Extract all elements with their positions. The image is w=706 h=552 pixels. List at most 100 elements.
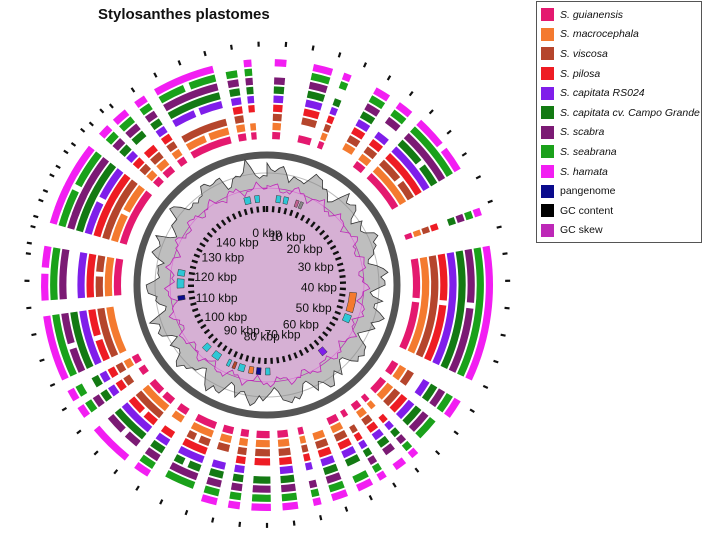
ring-segment	[198, 435, 211, 447]
ring-segment	[135, 390, 164, 419]
ring-segment	[303, 453, 311, 462]
ring-segment	[384, 420, 394, 431]
ring-segment	[277, 438, 290, 447]
ring-segment	[93, 425, 130, 461]
ring-segment	[360, 393, 370, 403]
ring-segment	[277, 429, 289, 438]
pangenome-block	[317, 346, 328, 357]
ring-segment	[186, 429, 198, 441]
ring-segment	[363, 146, 378, 160]
ring-segment	[182, 438, 208, 455]
ring-segment	[316, 141, 325, 150]
legend-item: S. seabrana	[541, 142, 697, 162]
ring-segment	[251, 503, 271, 511]
ring-segment	[371, 462, 382, 473]
ring-segment	[448, 307, 474, 373]
ring-segment	[105, 131, 119, 145]
ring-segment	[306, 90, 326, 102]
ring-segment	[125, 123, 141, 139]
ring-segment	[176, 156, 188, 167]
scale-tick	[245, 355, 250, 362]
outer-tick	[55, 164, 61, 169]
ring-segment	[134, 462, 152, 477]
outer-tick	[88, 121, 94, 127]
pangenome-block	[297, 201, 304, 210]
scale-tick	[249, 207, 254, 214]
ring-segment	[378, 159, 401, 182]
pangenome-block	[231, 361, 238, 370]
ring-segment	[95, 338, 110, 362]
pangenome-block	[176, 278, 185, 289]
scale-tick	[226, 216, 232, 223]
scale-tick	[325, 326, 333, 332]
scale-tick	[211, 227, 218, 234]
ring-segment	[41, 273, 49, 301]
ring-segment	[440, 250, 466, 369]
ring-segment	[432, 252, 457, 366]
ring-segment	[150, 118, 163, 131]
legend-label: S. seabrana	[560, 145, 617, 158]
ring-segment	[281, 492, 298, 502]
legend-item: S. viscosa	[541, 44, 697, 64]
ring-segment	[397, 139, 422, 165]
ring-segment	[160, 133, 173, 145]
ring-segment	[317, 446, 332, 458]
ring-segment	[308, 479, 318, 489]
ring-segment	[131, 130, 147, 145]
ring-segment	[106, 306, 127, 354]
ring-segment	[114, 408, 147, 440]
scale-tick	[188, 296, 196, 300]
outer-tick	[130, 87, 136, 93]
ring-segment	[374, 131, 389, 146]
ring-segment	[211, 459, 226, 470]
ring-segment	[172, 110, 197, 128]
scale-tick	[338, 299, 345, 303]
ring-segment	[440, 147, 461, 173]
ring-segment	[390, 109, 407, 125]
outer-tick	[362, 62, 368, 68]
scale-tick	[289, 209, 294, 217]
ring-segment	[371, 428, 384, 441]
scale-tick	[310, 221, 316, 228]
ring-segment	[119, 116, 136, 132]
ring-segment	[341, 72, 352, 83]
scale-tick	[293, 352, 298, 359]
ring-segment	[50, 247, 61, 301]
outer-tick	[113, 469, 119, 475]
ring-segment	[455, 213, 465, 224]
scale-tick	[294, 211, 300, 219]
pangenome-block	[275, 195, 282, 204]
scale-tick	[203, 328, 211, 335]
outer-tick	[238, 521, 242, 528]
ring-segment	[163, 83, 219, 112]
ring-segment	[238, 437, 249, 447]
scale-tick	[287, 354, 292, 361]
ring-segment	[349, 424, 358, 434]
pangenome-block	[293, 199, 300, 208]
legend-label: S. pilosa	[560, 67, 601, 80]
outer-tick	[469, 408, 475, 413]
scale-tick	[256, 206, 260, 213]
ring-segment	[166, 141, 178, 153]
outer-tick	[31, 332, 37, 337]
ring-segment	[247, 95, 255, 104]
legend-swatch	[541, 86, 554, 100]
ring-segment	[437, 253, 448, 301]
ring-segment	[91, 374, 103, 388]
ring-segment	[154, 65, 215, 96]
legend-swatch	[541, 67, 554, 81]
ring-segment	[126, 150, 139, 163]
scale-tick	[257, 357, 261, 364]
ring-segment	[395, 434, 407, 445]
ring-segment	[407, 447, 419, 459]
legend-label: GC skew	[560, 224, 603, 237]
scale-tick	[329, 321, 336, 327]
outer-tick	[49, 382, 56, 388]
ring-segment	[364, 103, 381, 117]
scale-tick	[300, 214, 305, 222]
legend-label: S. viscosa	[560, 47, 608, 60]
ring-segment	[123, 185, 145, 213]
scale-tick	[251, 356, 255, 363]
ring-segment	[308, 81, 328, 94]
